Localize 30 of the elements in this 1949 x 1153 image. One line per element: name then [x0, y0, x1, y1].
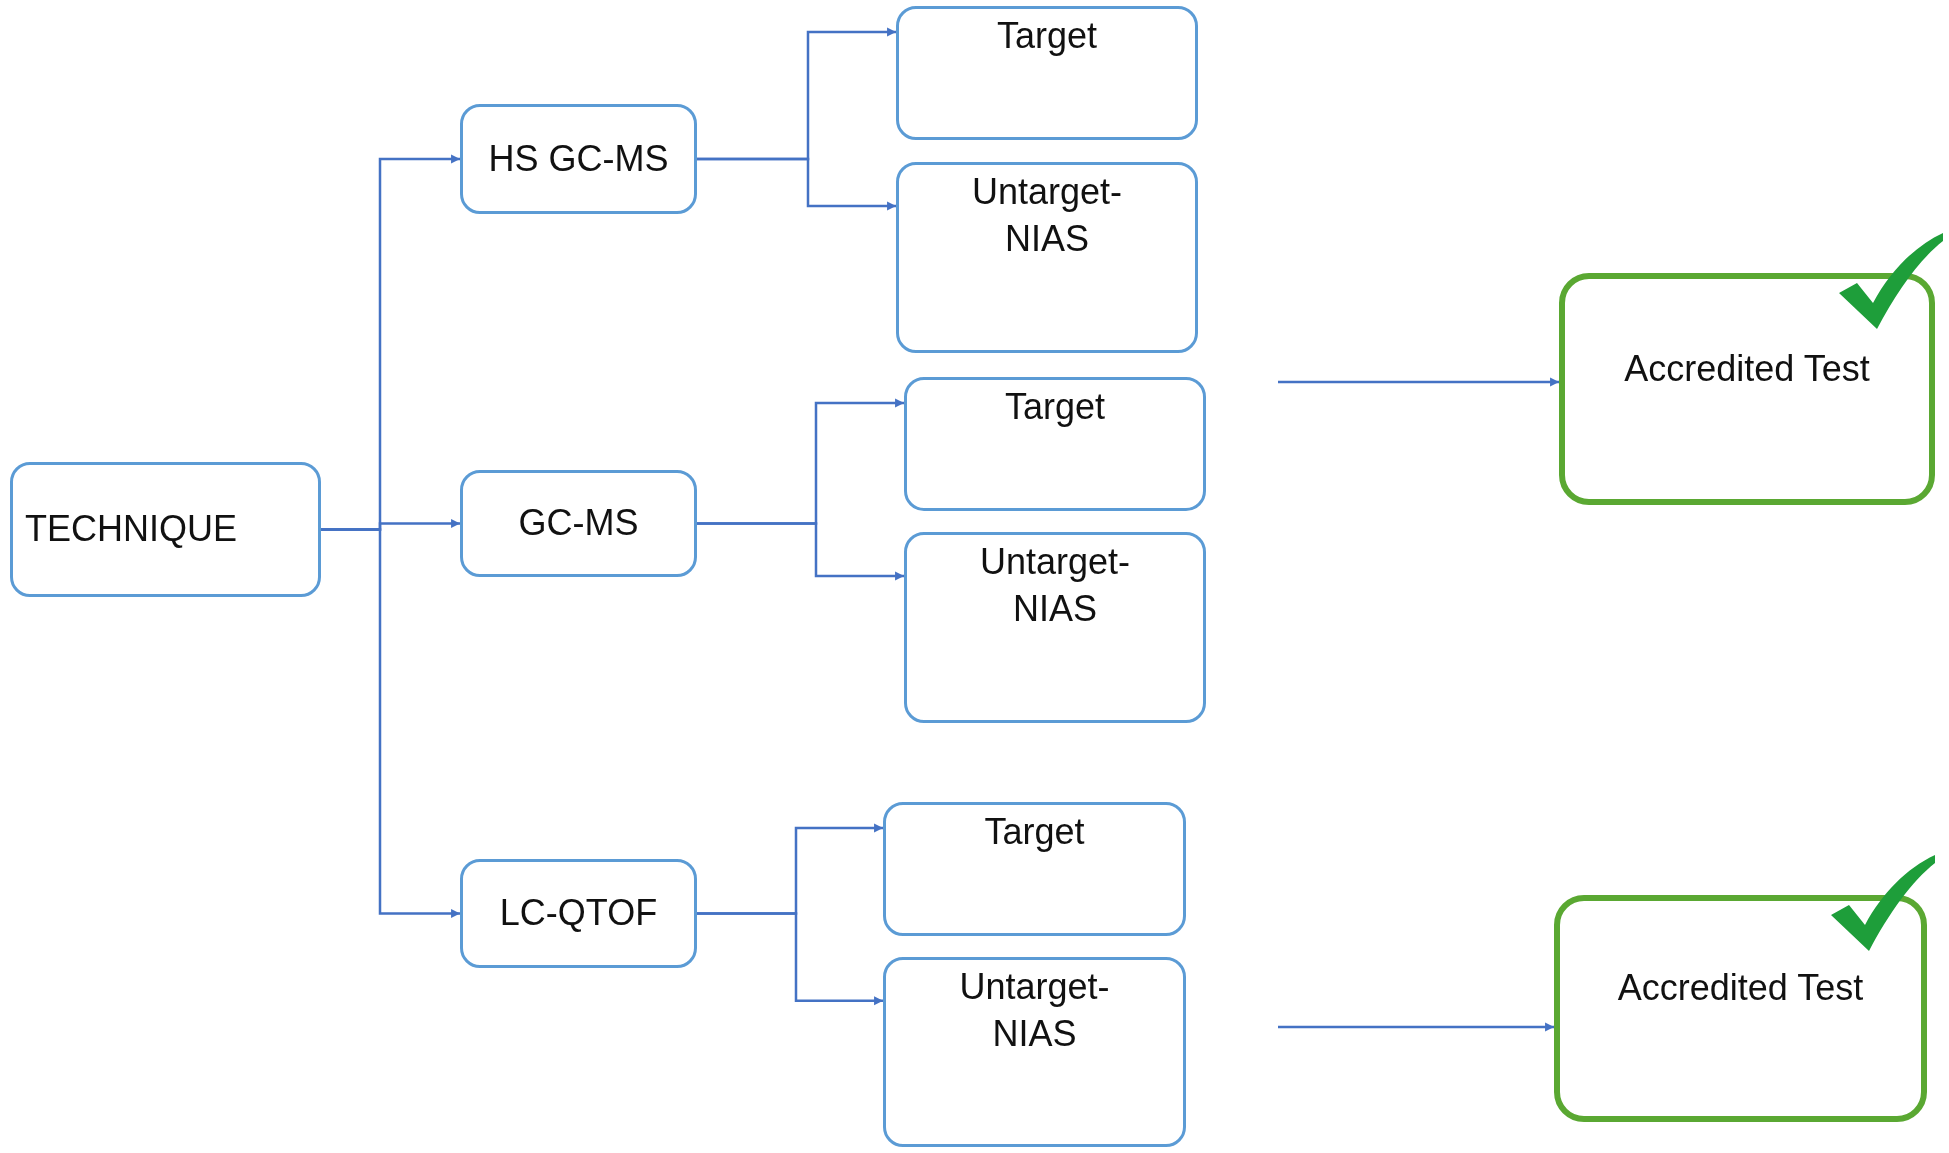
- process-box: [904, 377, 1206, 511]
- process-box: [896, 6, 1198, 140]
- node-label: Target: [1004, 385, 1106, 429]
- process-box: [460, 859, 697, 968]
- process-box: [460, 470, 697, 577]
- process-box: [460, 104, 697, 214]
- node-label: Target: [996, 14, 1098, 58]
- arrow: [1278, 1022, 1555, 1032]
- arrow: [321, 528, 461, 918]
- node-label: Target: [984, 810, 1085, 854]
- node-label: Untarget- NIAS: [978, 540, 1132, 631]
- process-box: [883, 957, 1186, 1147]
- node-label: Accredited Test: [1624, 346, 1870, 391]
- node-label: GC-MS: [518, 501, 639, 546]
- arrow: [697, 157, 897, 211]
- arrow: [1278, 377, 1560, 387]
- node-label: TECHNIQUE: [25, 507, 237, 552]
- node-label: HS GC-MS: [488, 136, 669, 181]
- arrow: [697, 522, 905, 581]
- arrow: [697, 912, 884, 1006]
- node-label: Untarget- NIAS: [970, 170, 1124, 261]
- process-box: [883, 802, 1186, 936]
- process-box: [904, 532, 1206, 723]
- node-label: LC-QTOF: [499, 891, 658, 936]
- process-box: [10, 462, 321, 597]
- result-box: [1559, 273, 1935, 505]
- node-label: Untarget- NIAS: [958, 965, 1111, 1056]
- node-label: Accredited Test: [1617, 966, 1864, 1011]
- process-box: [896, 162, 1198, 353]
- result-box: [1554, 895, 1927, 1122]
